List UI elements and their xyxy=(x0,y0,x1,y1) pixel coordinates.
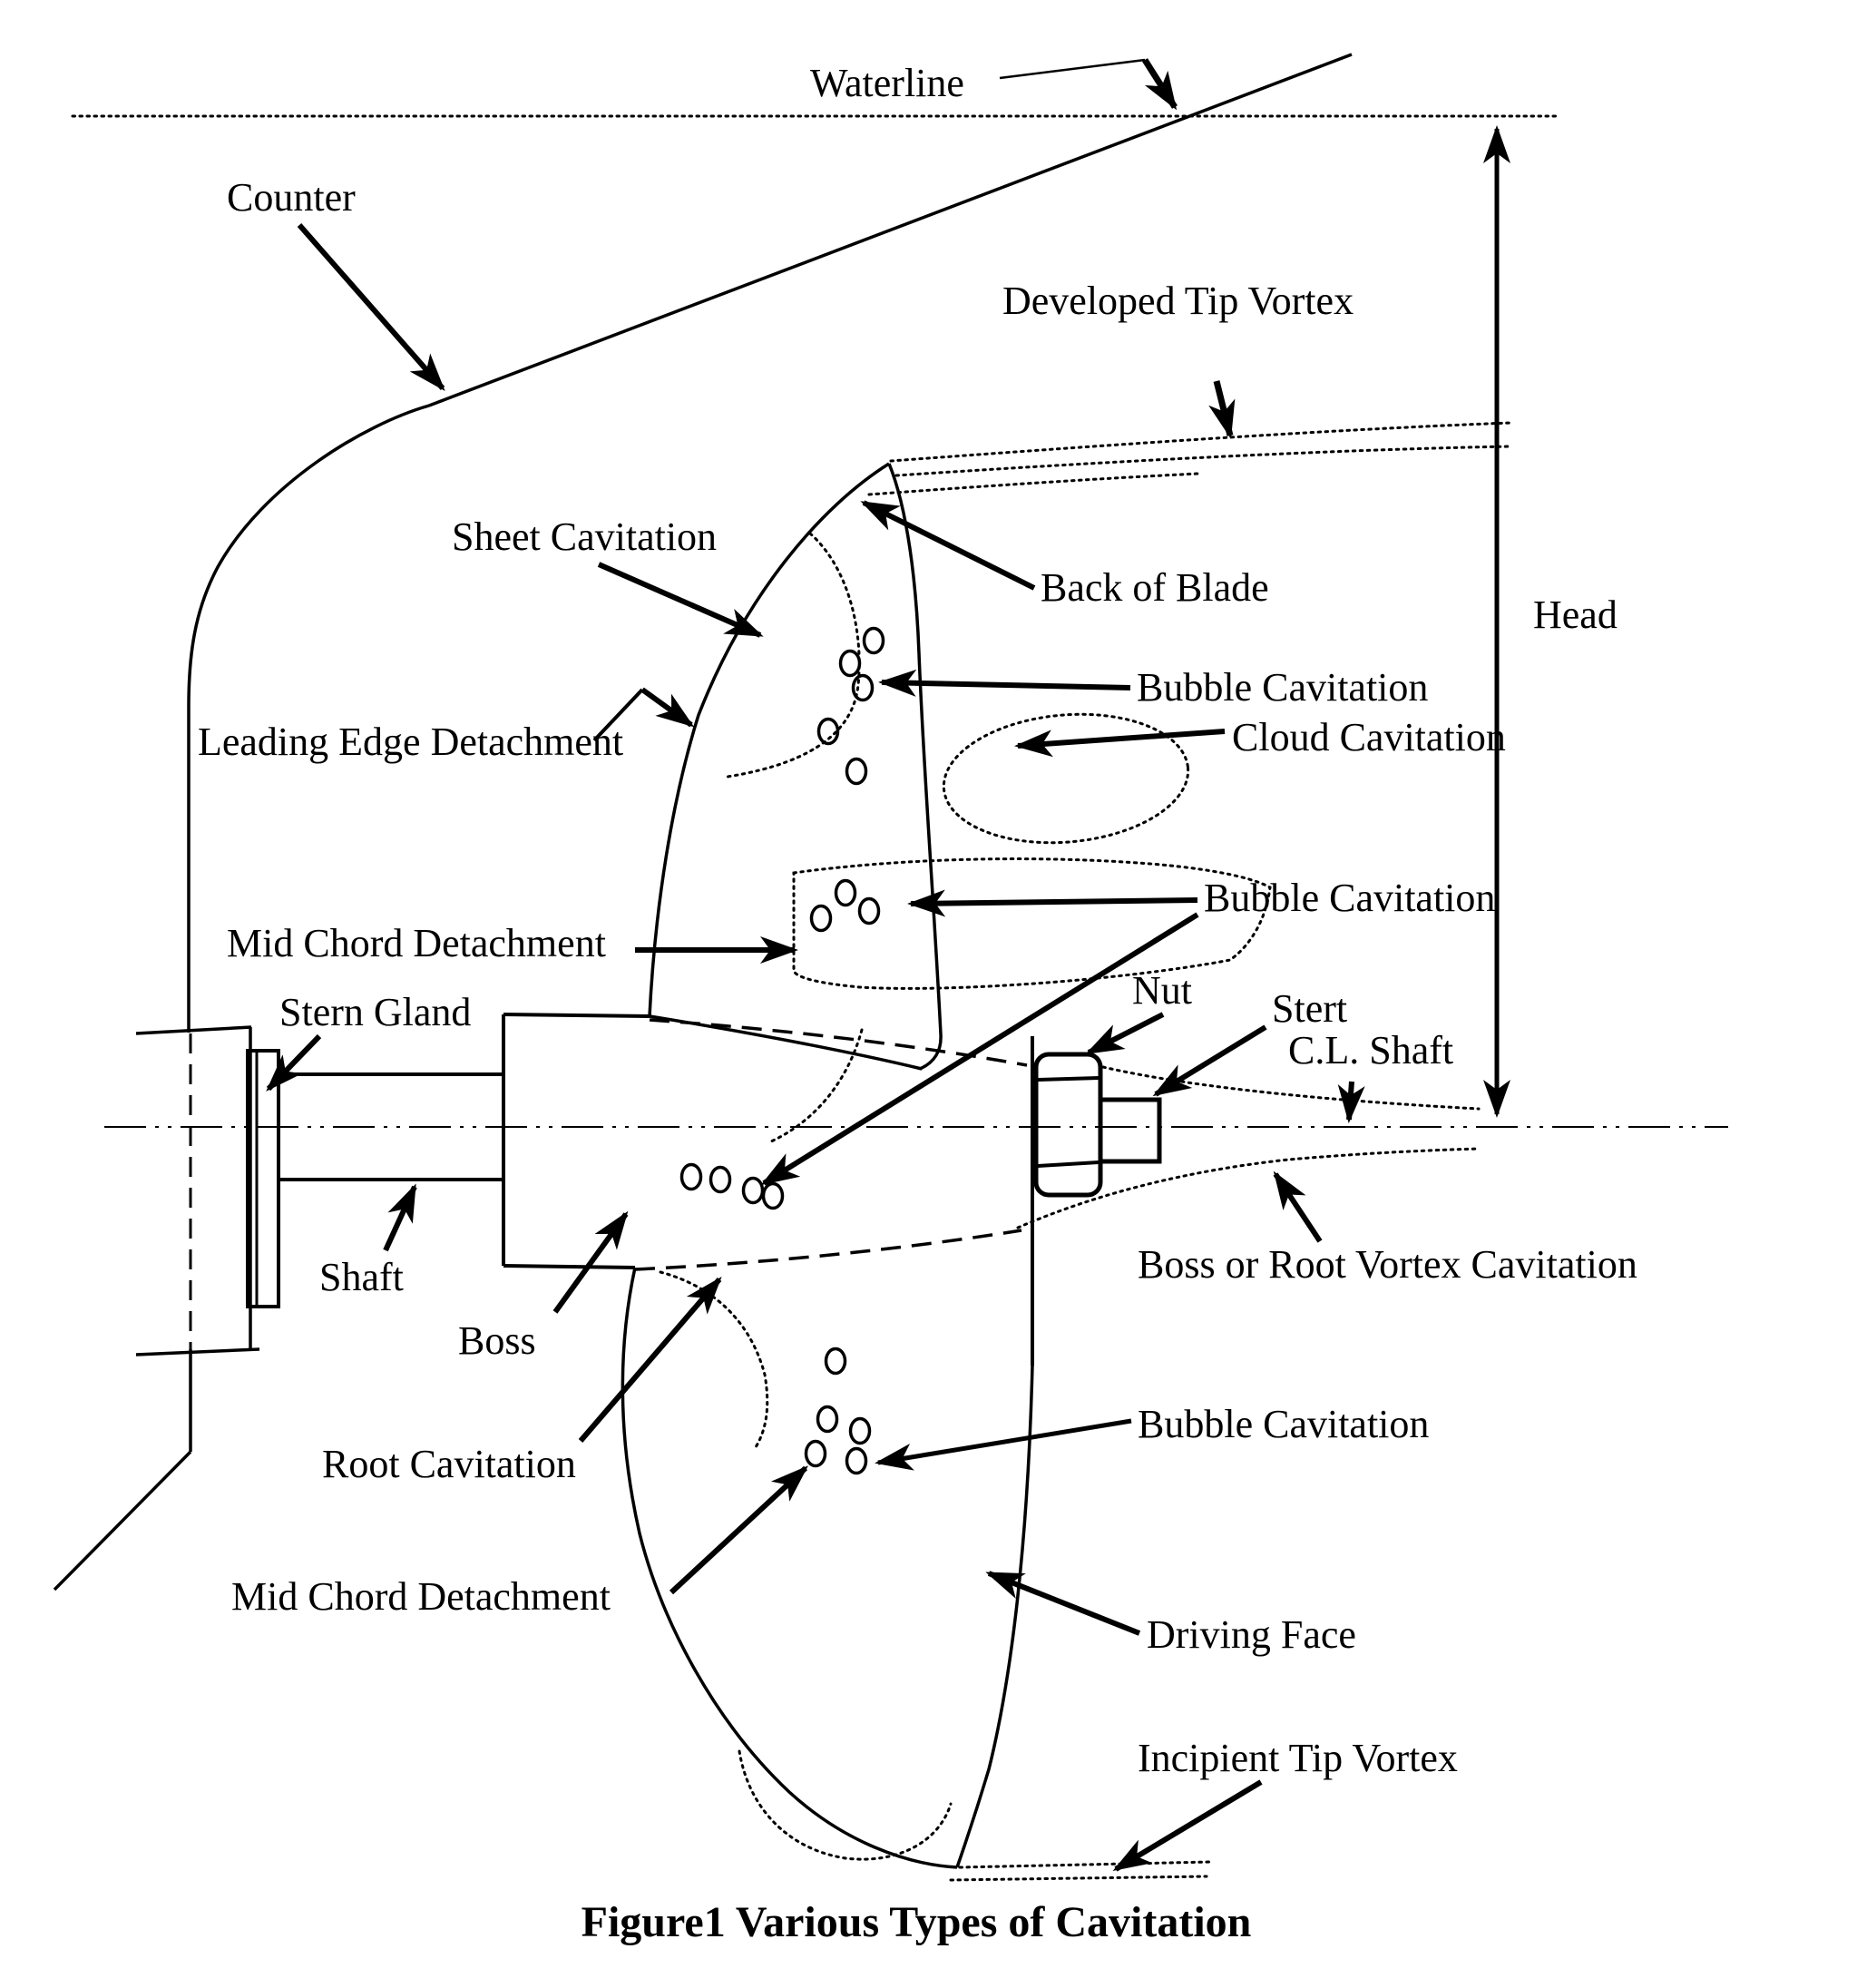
tip-vortex-line-3 xyxy=(867,472,1199,496)
driving-face-label: Driving Face xyxy=(1147,1612,1356,1657)
leading-edge-detachment-arrow xyxy=(640,687,695,728)
bubble xyxy=(741,1176,765,1205)
driving-face-arrow xyxy=(985,1571,1141,1636)
root-cavitation-arc-upper xyxy=(769,1028,864,1143)
figure-caption: Figure1 Various Types of Cavitation xyxy=(582,1898,1252,1946)
root-cavitation-arc-lower xyxy=(659,1270,769,1449)
waterline-label: Waterline xyxy=(810,61,964,105)
bubble xyxy=(709,1165,732,1194)
back-of-blade-label: Back of Blade xyxy=(1041,565,1269,610)
incipient-tip-vortex-line-1 xyxy=(958,1860,1213,1869)
hull-stern-curve xyxy=(187,404,430,1033)
bubble xyxy=(834,878,857,907)
boss-top-edge xyxy=(503,1013,650,1018)
stert-arrow xyxy=(1152,1024,1267,1097)
developed-tip-vortex-arrow xyxy=(1208,380,1236,439)
stern-gland-body xyxy=(246,1049,280,1308)
bubble xyxy=(862,626,885,655)
bubble xyxy=(845,757,868,786)
bubble xyxy=(848,1416,872,1445)
stern-gland-arrow xyxy=(266,1033,322,1092)
root-cavitation-label: Root Cavitation xyxy=(322,1442,576,1486)
sheet-cavitation-arrow xyxy=(597,562,764,638)
bubble-cavitation-lower-arrow xyxy=(875,1418,1132,1471)
cloud-cavitation-label: Cloud Cavitation xyxy=(1232,715,1506,759)
nut-label: Nut xyxy=(1132,968,1192,1013)
bubble xyxy=(824,1347,847,1376)
upper-blade-leading-edge xyxy=(648,462,890,1017)
bubble-cavitation-upper-label: Bubble Cavitation xyxy=(1137,665,1428,710)
incipient-tip-vortex-line-2 xyxy=(949,1875,1208,1882)
root-cavitation-arrow xyxy=(578,1276,722,1443)
stern-gland-label: Stern Gland xyxy=(279,990,471,1034)
waterline-leader xyxy=(999,58,1146,80)
boss-bottom-hidden-curve xyxy=(634,1229,1022,1271)
aperture-bottom-line xyxy=(135,1347,260,1356)
mid-chord-detachment-lower-arrow xyxy=(669,1465,808,1595)
boss-vortex-cone-upper xyxy=(1101,1065,1481,1111)
boss-bottom-edge xyxy=(503,1264,636,1269)
back-of-blade-arrow xyxy=(860,500,1036,591)
stern-lower-diagonal xyxy=(53,1450,192,1591)
face-cavitation-region-arc xyxy=(738,1749,953,1861)
counter-label: Counter xyxy=(227,175,356,220)
bubble xyxy=(761,1181,785,1210)
bubble xyxy=(838,649,862,678)
mid-chord-detachment-upper-label: Mid Chord Detachment xyxy=(227,921,606,965)
mid-chord-detachment-lower-label: Mid Chord Detachment xyxy=(231,1574,611,1619)
nut-arrow xyxy=(1085,1012,1165,1055)
stert-label: Stert xyxy=(1272,986,1347,1031)
bubble-cavitation-mid-diagonal-arrow xyxy=(760,912,1199,1186)
incipient-tip-vortex-arrow xyxy=(1112,1779,1263,1872)
cloud-cavitation-arrow xyxy=(1014,729,1226,758)
boss-label: Boss xyxy=(458,1318,536,1363)
bubble-cavitation-upper-arrow xyxy=(878,669,1131,697)
lower-blade-trailing-edge xyxy=(955,1365,1034,1868)
developed-tip-vortex-label: Developed Tip Vortex xyxy=(1002,279,1354,323)
bubble-cavitation-lower-label: Bubble Cavitation xyxy=(1138,1402,1429,1446)
sheet-cavitation-region-arc xyxy=(726,532,861,779)
bubble xyxy=(845,1446,868,1475)
nut-facet-top xyxy=(1037,1076,1100,1082)
lower-blade-leading-edge xyxy=(621,1267,958,1869)
bubble-cavitation-mid-arrow xyxy=(907,889,1198,917)
cl-shaft-arrow xyxy=(1337,1081,1365,1123)
boss-arrow xyxy=(552,1210,629,1314)
shaft-label: Shaft xyxy=(319,1255,404,1299)
waterline-arrow xyxy=(1142,58,1178,111)
bubble xyxy=(679,1162,703,1191)
mid-chord-region-upper xyxy=(792,857,1272,990)
bubble xyxy=(816,1405,839,1434)
upper-blade-trailing-edge xyxy=(887,463,943,1071)
bubble xyxy=(809,904,833,933)
boss-vortex-cone-lower xyxy=(1016,1147,1481,1229)
stert-body xyxy=(1098,1097,1162,1164)
counter-arrow xyxy=(297,223,445,392)
bubble-cavitation-mid-label: Bubble Cavitation xyxy=(1204,876,1495,920)
bubble xyxy=(851,673,875,702)
boss-top-hidden-curve xyxy=(649,1018,1028,1067)
leading-edge-detachment-label: Leading Edge Detachment xyxy=(198,720,623,764)
bubble xyxy=(804,1439,827,1468)
boss-root-vortex-arrow xyxy=(1273,1170,1323,1243)
cl-shaft-label: C.L. Shaft xyxy=(1288,1028,1453,1072)
head-label: Head xyxy=(1533,592,1618,637)
aperture-top-line xyxy=(135,1025,252,1035)
tip-vortex-line-2 xyxy=(894,445,1512,477)
propeller-nut xyxy=(1033,1052,1103,1198)
incipient-tip-vortex-label: Incipient Tip Vortex xyxy=(1138,1736,1458,1780)
boss-root-vortex-label: Boss or Root Vortex Cavitation xyxy=(1138,1242,1637,1287)
hull-counter-diagonal xyxy=(428,53,1353,407)
sheet-cavitation-label: Sheet Cavitation xyxy=(452,514,717,559)
cloud-cavitation-region xyxy=(942,712,1190,845)
shaft-arrow xyxy=(383,1183,417,1252)
nut-facet-bottom xyxy=(1037,1160,1100,1168)
tip-vortex-line-1 xyxy=(889,421,1512,463)
bubble xyxy=(857,896,881,925)
bubble xyxy=(816,717,840,746)
leading-edge-detachment-leader xyxy=(592,688,644,742)
